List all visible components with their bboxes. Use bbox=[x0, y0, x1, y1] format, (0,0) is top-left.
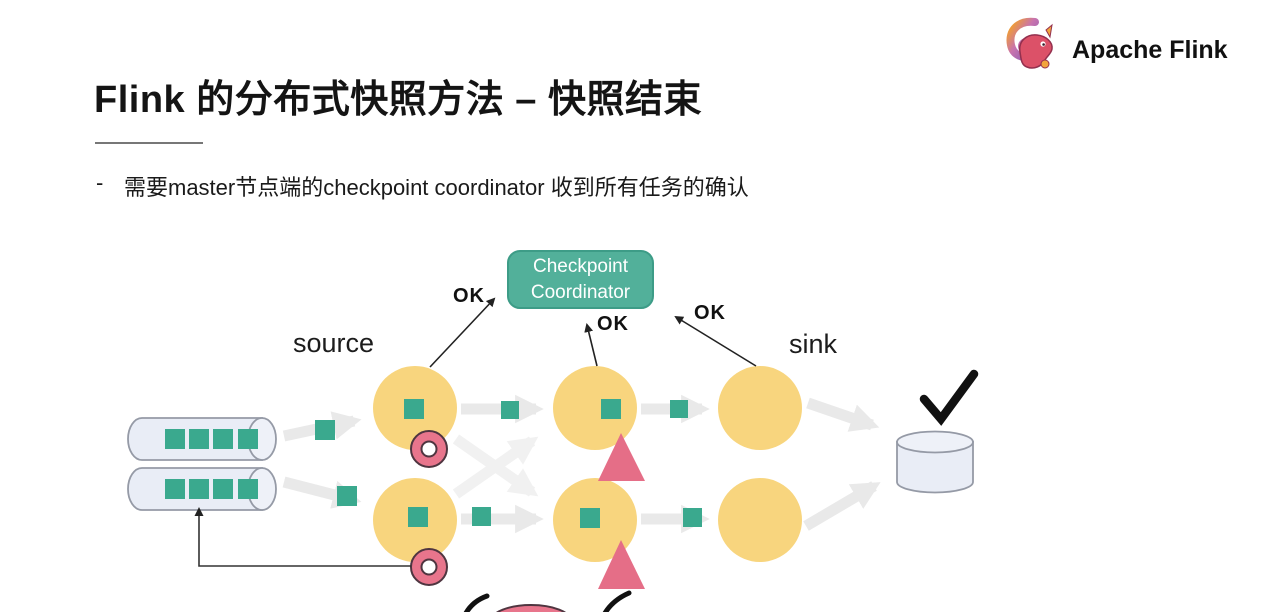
arrow-sink2-db bbox=[803, 481, 881, 531]
flink-squirrel-icon bbox=[1006, 17, 1053, 69]
record-square bbox=[165, 479, 185, 499]
page-title: Flink 的分布式快照方法 – 快照结束 bbox=[94, 79, 702, 121]
bullet-text: 需要master节点端的checkpoint coordinator 收到所有任… bbox=[124, 175, 749, 200]
title-underline bbox=[95, 142, 203, 144]
ack-arrow-map1 bbox=[584, 323, 598, 367]
logo-text: Apache Flink bbox=[1072, 35, 1228, 64]
record-square bbox=[472, 507, 491, 526]
database-cylinder bbox=[896, 430, 974, 494]
ack-arrow-source1 bbox=[429, 297, 496, 368]
record-square bbox=[501, 401, 519, 419]
cutoff-stroke-left bbox=[463, 593, 490, 612]
ok-label-source: OK bbox=[453, 285, 485, 307]
record-square bbox=[683, 508, 702, 527]
record-square bbox=[601, 399, 621, 419]
source-queue-2 bbox=[127, 467, 277, 511]
source-queue-1 bbox=[127, 417, 277, 461]
barrier-triangle-icon bbox=[598, 540, 645, 589]
record-square bbox=[670, 400, 688, 418]
label-source: source bbox=[293, 328, 375, 358]
ok-label-map: OK bbox=[597, 313, 629, 335]
coordinator-line2: Coordinator bbox=[530, 281, 631, 303]
ack-arrow-sink1 bbox=[674, 315, 757, 367]
barrier-triangle-icon bbox=[598, 433, 645, 481]
checkpoint-coordinator-box: Checkpoint Coordinator bbox=[507, 250, 654, 309]
record-square bbox=[408, 507, 428, 527]
record-square bbox=[315, 420, 335, 440]
bullet-marker: - bbox=[96, 170, 104, 195]
record-square bbox=[213, 479, 233, 499]
task-node-sink-1 bbox=[718, 366, 802, 450]
record-square bbox=[580, 508, 600, 528]
label-sink: sink bbox=[789, 329, 838, 359]
arrow-source2-map1-cross bbox=[452, 436, 539, 499]
checkmark-icon bbox=[919, 369, 979, 426]
record-square bbox=[337, 486, 357, 506]
record-square bbox=[189, 479, 209, 499]
record-square bbox=[165, 429, 185, 449]
task-node-map-1 bbox=[553, 366, 637, 450]
ok-label-sink: OK bbox=[694, 302, 726, 324]
record-square bbox=[238, 479, 258, 499]
arrow-sink1-db bbox=[806, 397, 880, 432]
record-square bbox=[213, 429, 233, 449]
apache-flink-logo: Apache Flink bbox=[1004, 16, 1228, 72]
coordinator-line1: Checkpoint bbox=[532, 256, 629, 278]
task-node-sink-2 bbox=[718, 478, 802, 562]
checkpoint-donut-icon bbox=[410, 430, 448, 468]
checkpoint-donut-icon bbox=[410, 548, 448, 586]
offset-pointer-arrow bbox=[194, 507, 411, 567]
record-square bbox=[238, 429, 258, 449]
cutoff-stroke-right bbox=[602, 590, 632, 612]
record-square bbox=[189, 429, 209, 449]
cutoff-pink-oval bbox=[496, 604, 566, 612]
record-square bbox=[404, 399, 424, 419]
bullet-item: - 需要master节点端的checkpoint coordinator 收到所… bbox=[96, 170, 749, 202]
